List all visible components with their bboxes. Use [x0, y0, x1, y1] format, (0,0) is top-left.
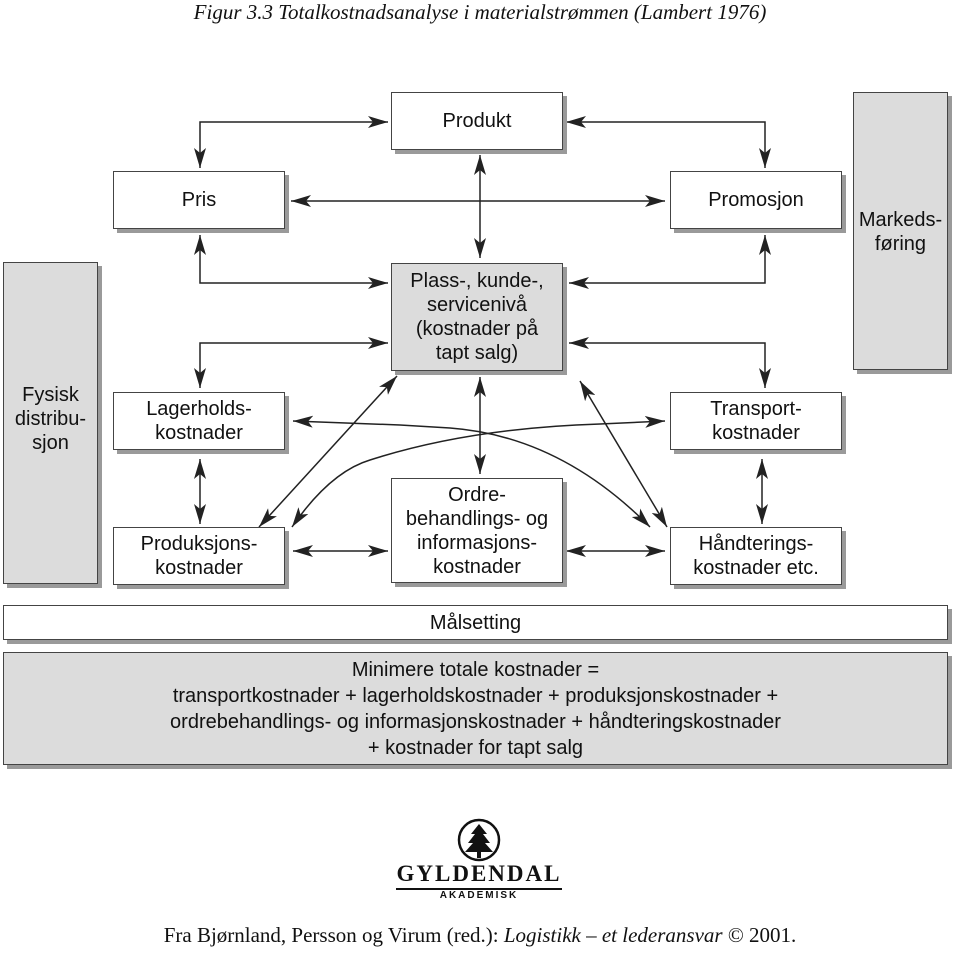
- box-fysisk-distribusjon: Fysisk distribu- sjon: [3, 262, 98, 584]
- arrow-produkt-pris: [194, 116, 388, 168]
- box-produksjonskostnader: Produksjons- kostnader: [113, 527, 285, 585]
- arrow-plass-handterings: [579, 380, 668, 528]
- source-prefix: Fra Bjørnland, Persson og Virum (red.):: [163, 923, 504, 947]
- figure-title: Figur 3.3 Totalkostnadsanalyse i materia…: [193, 0, 767, 24]
- source-suffix: © 2001.: [722, 923, 797, 947]
- box-handteringskostnader: Håndterings- kostnader etc.: [670, 527, 842, 585]
- box-promosjon: Promosjon: [670, 171, 842, 229]
- tree-emblem-icon: [457, 818, 501, 862]
- box-formula: Minimere totale kostnader = transportkos…: [3, 652, 948, 765]
- arrow-produkt-promosjon: [566, 116, 771, 168]
- box-markedsforing: Markeds- føring: [853, 92, 948, 370]
- box-maalsetting: Målsetting: [3, 605, 948, 640]
- publisher-logo: GYLDENDAL AKADEMISK: [396, 818, 562, 908]
- logo-name: GYLDENDAL: [396, 861, 562, 886]
- box-transportkostnader: Transport- kostnader: [670, 392, 842, 450]
- arrow-plass-lagerholds: [194, 337, 388, 388]
- arrow-pris-plass: [194, 235, 388, 289]
- source-book-title: Logistikk – et lederansvar: [503, 923, 723, 947]
- box-pris: Pris: [113, 171, 285, 229]
- box-ordrebehandling: Ordre- behandlings- og informasjons- kos…: [391, 478, 563, 583]
- box-lagerholdskostnader: Lagerholds- kostnader: [113, 392, 285, 450]
- logo-sub: AKADEMISK: [439, 890, 519, 901]
- box-produkt: Produkt: [391, 92, 563, 150]
- arrow-promosjon-plass: [569, 235, 771, 289]
- logo-rule: [396, 888, 562, 890]
- arrow-transport-produksjons: [291, 415, 666, 528]
- source-citation: Fra Bjørnland, Persson og Virum (red.): …: [0, 923, 960, 948]
- arrow-plass-transport: [569, 337, 771, 388]
- box-plass: Plass-, kunde-, servicenivå (kostnader p…: [391, 263, 563, 371]
